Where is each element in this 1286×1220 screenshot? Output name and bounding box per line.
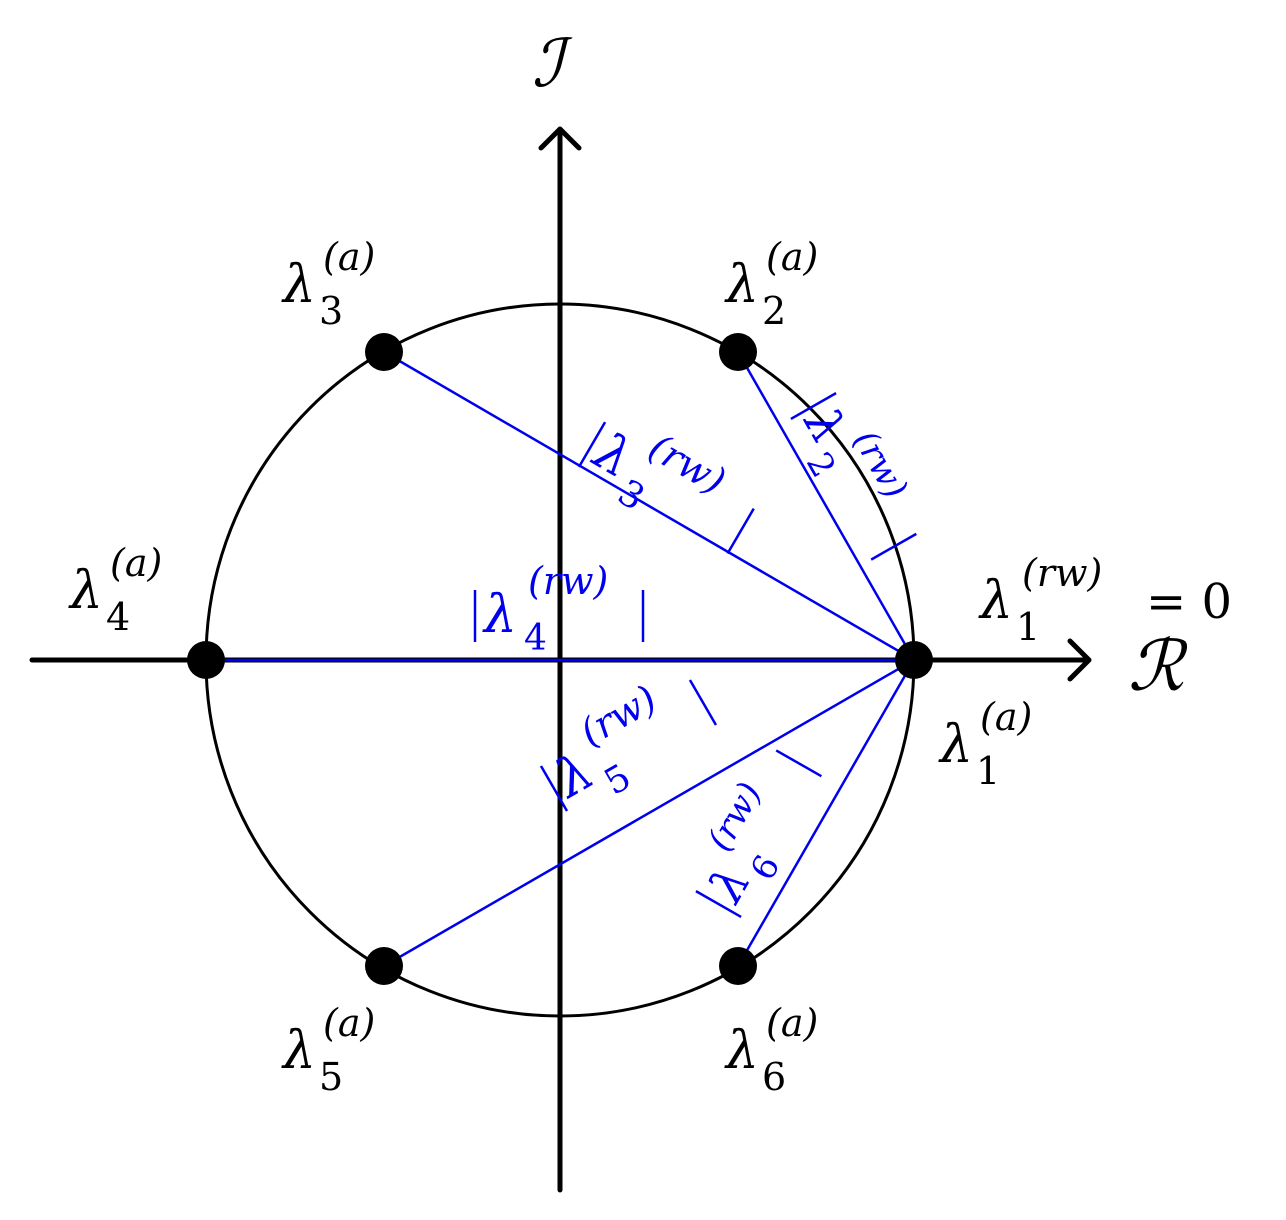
svg-text:(a): (a) — [766, 1001, 818, 1045]
point-lambda-4 — [187, 641, 225, 679]
real-axis-arrowhead — [1067, 638, 1092, 682]
label-lambda-1-rw: λ 1 (rw) = 0 — [978, 551, 1232, 649]
label-lambda-4-a: λ 4 (a) — [68, 541, 162, 639]
svg-text:5: 5 — [598, 757, 638, 804]
label-lambda-2-a: λ 2 (a) — [724, 235, 818, 333]
real-axis-label: ℛ — [1128, 625, 1188, 707]
chord-label-lambda-5-rw: λ 5 (rw) — [539, 676, 718, 812]
point-lambda-5 — [365, 947, 403, 985]
chord-1-5 — [383, 658, 915, 968]
svg-text:= 0: = 0 — [1146, 574, 1232, 630]
point-lambda-3 — [365, 333, 403, 371]
svg-text:λ: λ — [68, 561, 103, 621]
svg-text:5: 5 — [319, 1055, 343, 1099]
svg-text:λ: λ — [482, 585, 517, 645]
svg-text:(rw): (rw) — [528, 559, 608, 603]
chord-label-lambda-4-rw: λ 4 (rw) — [473, 559, 645, 659]
svg-text:(a): (a) — [980, 695, 1032, 739]
svg-text:(rw): (rw) — [641, 425, 733, 503]
chord-label-lambda-6-rw: λ 6 (rw) — [695, 749, 822, 918]
svg-text:2: 2 — [798, 446, 843, 485]
svg-text:λ: λ — [938, 715, 973, 775]
svg-text:2: 2 — [762, 289, 786, 333]
label-lambda-1-a: λ 1 (a) — [938, 695, 1032, 793]
point-lambda-2 — [719, 333, 757, 371]
svg-text:4: 4 — [524, 618, 547, 659]
imag-axis-arrowhead — [538, 126, 582, 151]
chord-1-2 — [736, 351, 916, 661]
svg-text:(rw): (rw) — [573, 676, 665, 754]
svg-text:1: 1 — [976, 749, 1000, 793]
point-lambda-6 — [719, 947, 757, 985]
svg-text:6: 6 — [762, 1055, 786, 1099]
label-lambda-3-a: λ 3 (a) — [281, 235, 375, 333]
svg-text:(a): (a) — [110, 541, 162, 585]
svg-text:(a): (a) — [323, 1001, 375, 1045]
svg-text:(a): (a) — [323, 235, 375, 279]
chord-1-6 — [736, 659, 916, 967]
svg-text:λ: λ — [724, 255, 759, 315]
chord-label-lambda-2-rw: λ 2 (rw) — [790, 392, 917, 561]
chord-label-lambda-3-rw: λ 3 (rw) — [577, 421, 755, 555]
label-lambda-5-a: λ 5 (a) — [281, 1001, 375, 1099]
svg-text:λ: λ — [281, 255, 316, 315]
point-lambda-1 — [895, 641, 933, 679]
chord-1-3 — [383, 350, 915, 662]
label-lambda-6-a: λ 6 (a) — [724, 1001, 818, 1099]
svg-text:(rw): (rw) — [700, 776, 770, 858]
svg-text:3: 3 — [319, 289, 343, 333]
svg-text:(a): (a) — [766, 235, 818, 279]
svg-text:λ: λ — [978, 571, 1013, 631]
svg-text:λ: λ — [724, 1021, 759, 1081]
imag-axis-label: ℐ — [532, 25, 573, 102]
svg-text:λ: λ — [281, 1021, 316, 1081]
svg-text:1: 1 — [1016, 605, 1040, 649]
svg-text:4: 4 — [106, 595, 130, 639]
svg-text:(rw): (rw) — [1022, 551, 1102, 595]
